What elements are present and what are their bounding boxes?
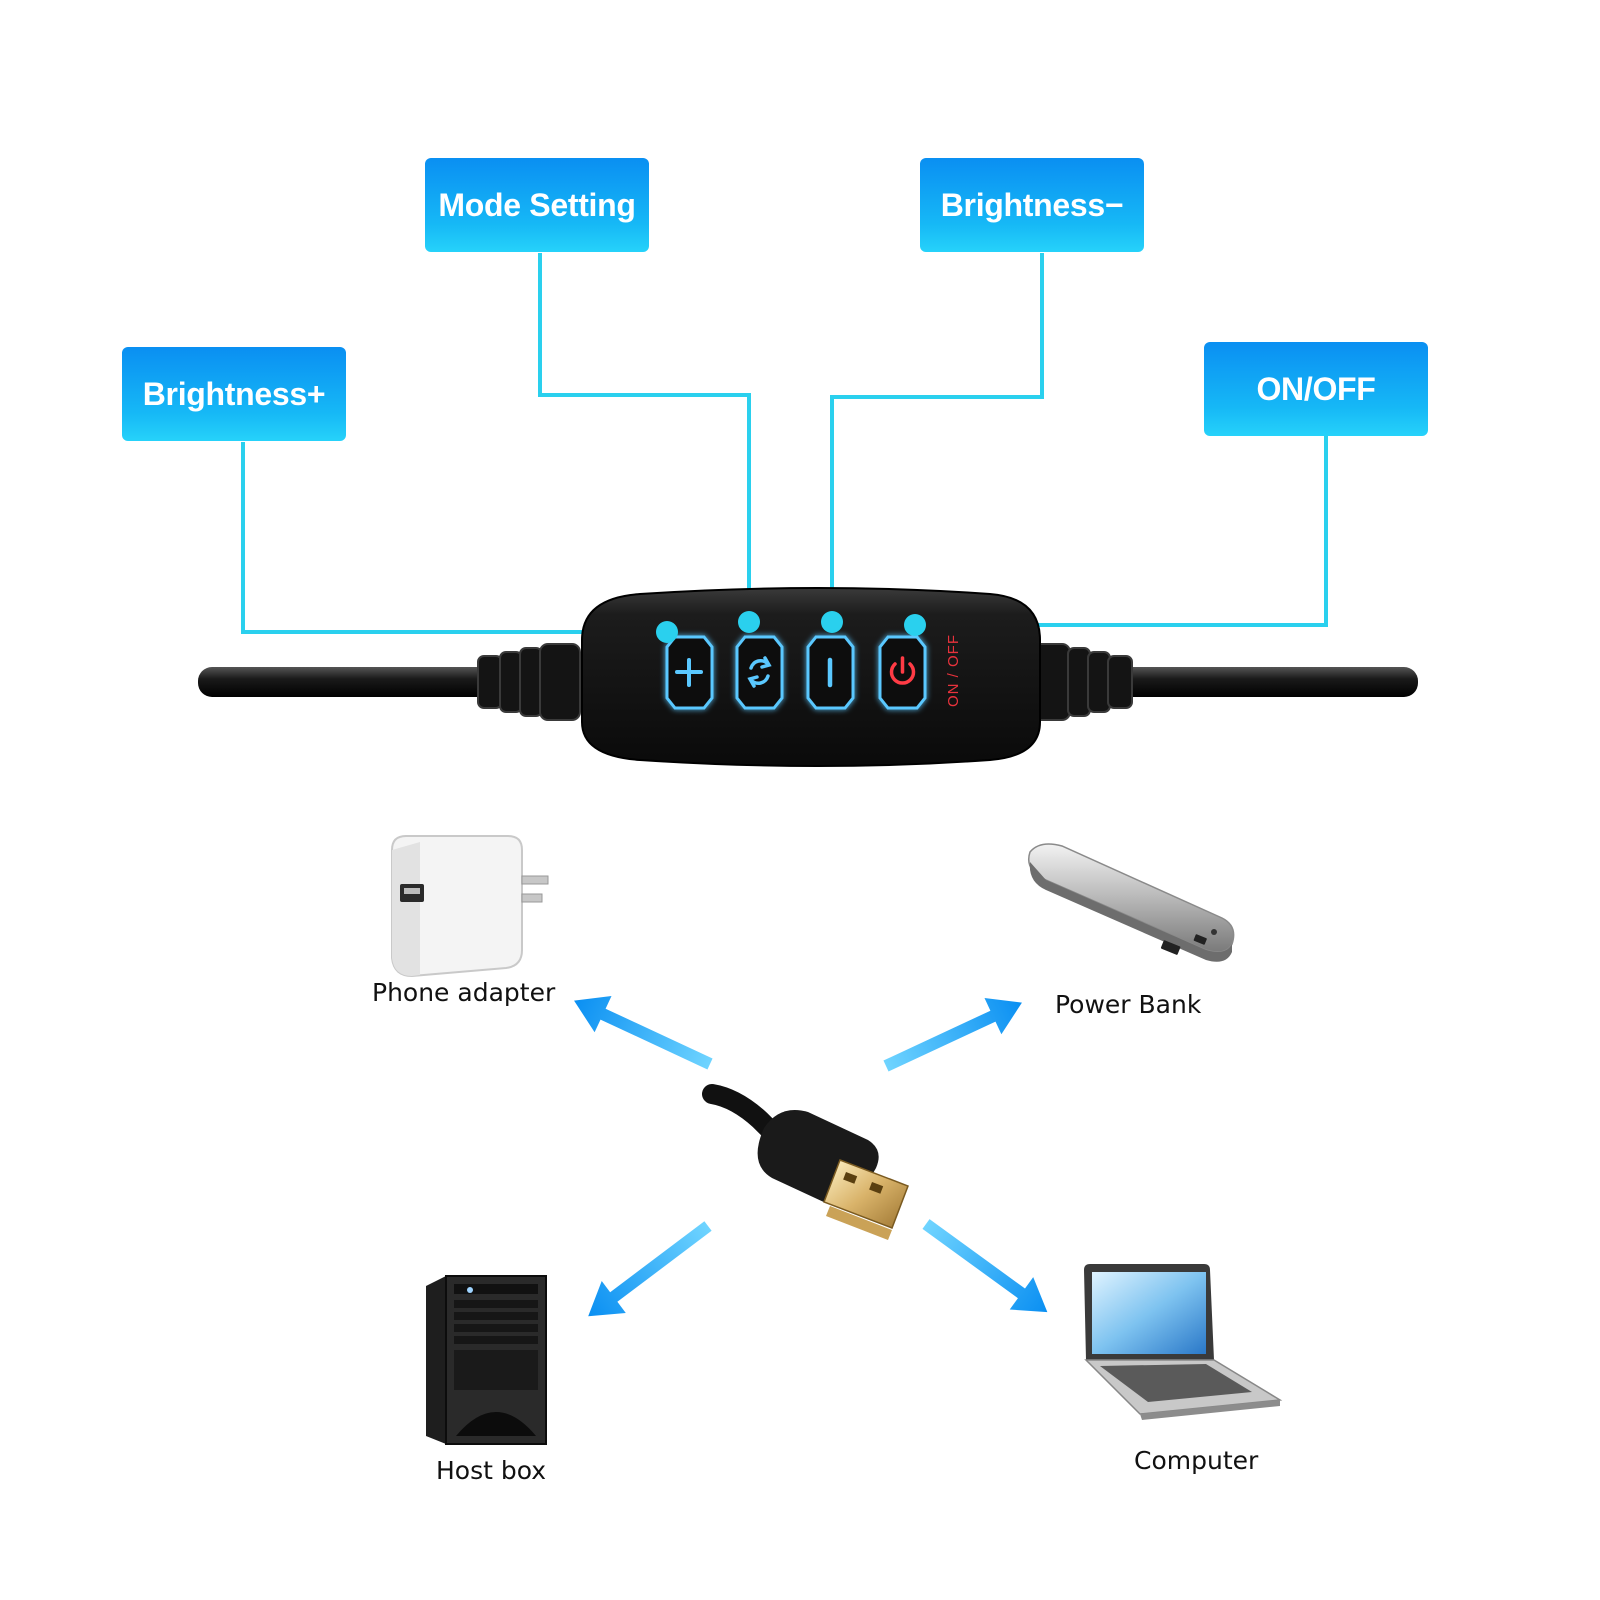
arrow-to-power-bank: [883, 998, 1022, 1072]
label-host-box: Host box: [436, 1456, 547, 1485]
callout-brightness-minus: Brightness−: [920, 158, 1144, 252]
arrows: [574, 996, 1048, 1317]
cable: [198, 643, 1418, 721]
leader-lines: [241, 253, 1328, 634]
computer-image: [1084, 1264, 1283, 1420]
leader-dots: [656, 611, 926, 643]
callout-mode-setting: Mode Setting: [425, 158, 649, 252]
leader-line-brightness-plus: [241, 442, 667, 634]
cable-left: [198, 667, 498, 697]
controller-side-label: ON / OFF: [945, 634, 962, 707]
strain-relief-right: [1029, 643, 1133, 721]
mode-cycle-icon: [747, 656, 772, 688]
dot-mode-setting: [738, 611, 760, 633]
arrow-to-phone-adapter: [574, 996, 713, 1070]
strain-relief-left: [477, 643, 581, 721]
phone-adapter-image: [391, 835, 549, 978]
dot-brightness-minus: [821, 611, 843, 633]
callout-on-off: ON/OFF: [1204, 342, 1428, 436]
dot-on-off: [904, 614, 926, 636]
controller: ON / OFF: [581, 587, 1041, 767]
button-mode-setting[interactable]: [735, 635, 784, 710]
dot-brightness-plus: [656, 621, 678, 643]
arrow-to-host-box: [588, 1221, 712, 1317]
leader-line-mode-setting: [538, 253, 751, 622]
arrow-to-computer: [922, 1219, 1048, 1313]
button-power[interactable]: [878, 635, 927, 710]
host-box-image: [426, 1275, 547, 1445]
button-brightness-plus[interactable]: [665, 635, 714, 710]
usb-plug-image: [702, 1084, 909, 1240]
button-brightness-minus[interactable]: [806, 635, 855, 710]
leader-line-on-off: [915, 435, 1328, 627]
label-power-bank: Power Bank: [1055, 990, 1202, 1019]
plus-icon: [675, 658, 703, 687]
label-phone-adapter: Phone adapter: [372, 978, 556, 1007]
power-icon: [889, 656, 916, 685]
cable-right: [1108, 667, 1418, 697]
callout-brightness-plus: Brightness+: [122, 347, 346, 441]
label-computer: Computer: [1134, 1446, 1259, 1475]
leader-line-brightness-minus: [830, 253, 1044, 622]
power-bank-image: [1028, 843, 1235, 962]
